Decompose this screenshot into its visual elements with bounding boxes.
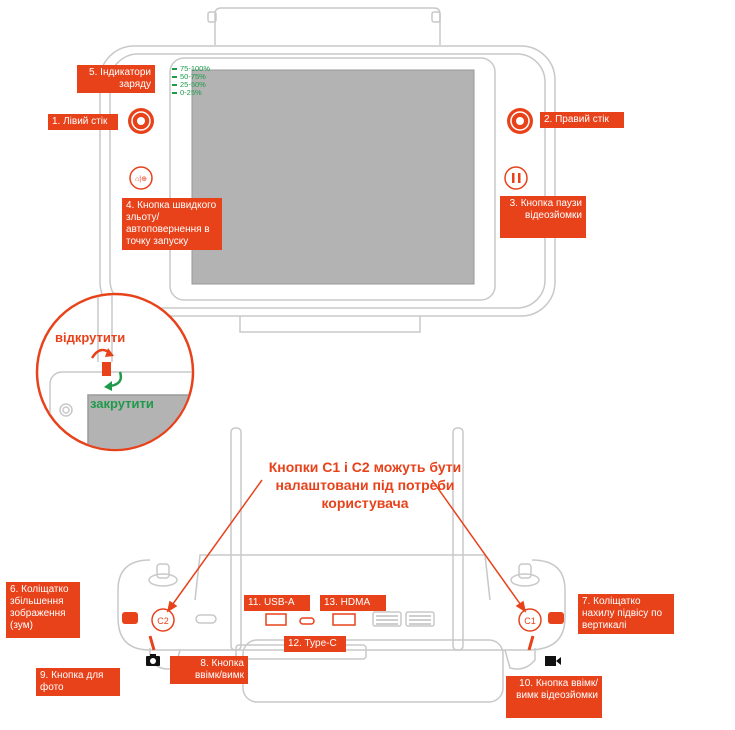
antenna-closeup <box>35 292 195 452</box>
type-c-port <box>299 617 315 625</box>
label-hdmi: 13. HDMA <box>320 595 386 611</box>
left-stick-icon <box>128 108 154 134</box>
battery-levels: 75-100% 50-75% 25-50% 0-25% <box>172 65 210 97</box>
battery-level: 75-100% <box>172 65 210 73</box>
label-record: 10. Кнопка ввімк/ вимк відеозйомки <box>506 676 602 718</box>
battery-level: 50-75% <box>172 73 210 81</box>
screen <box>191 69 475 285</box>
pointer-arrows <box>166 479 527 613</box>
label-usb-a: 11. USB-A <box>244 595 310 611</box>
usb-a-port <box>265 613 287 626</box>
battery-level: 0-25% <box>172 89 210 97</box>
c1-c2-note: Кнопки C1 і C2 можуть бути налаштовани п… <box>268 459 462 511</box>
label-pause: 3. Кнопка паузи відеозйомки <box>500 196 586 238</box>
right-stick-icon <box>507 108 533 134</box>
label-power: 8. Кнопка ввімк/вимк <box>170 656 248 684</box>
battery-level: 25-50% <box>172 81 210 89</box>
hdmi-port <box>332 613 356 626</box>
c2-button-icon: C2 <box>151 608 175 632</box>
label-type-c: 12. Type-C <box>284 636 346 652</box>
label-tilt-wheel: 7. Коліщатко нахилу підвісу по вертикалі <box>578 594 674 634</box>
pause-button-icon <box>504 166 528 190</box>
screw-label: закрутити <box>90 396 154 411</box>
vent-dots <box>376 615 431 625</box>
label-left-stick: 1. Лівий стік <box>48 114 118 130</box>
tilt-wheel <box>548 612 564 624</box>
camera-icon <box>146 654 160 666</box>
svg-text:C2: C2 <box>157 616 169 626</box>
label-battery: 5. Індикатори заряду <box>77 65 155 93</box>
unscrew-label: відкрутити <box>55 330 126 345</box>
video-camera-icon <box>545 656 561 666</box>
zoom-wheel <box>122 612 138 624</box>
label-right-stick: 2. Правий стік <box>540 112 624 128</box>
rth-button-icon: ⌂|⊕ <box>129 166 153 190</box>
controller-front <box>99 7 556 333</box>
c1-button-icon: C1 <box>518 608 542 632</box>
svg-text:⌂|⊕: ⌂|⊕ <box>135 176 147 183</box>
label-zoom-wheel: 6. Коліщатко збільшення зображення (зум) <box>6 582 80 638</box>
label-photo: 9. Кнопка для фото <box>36 668 120 696</box>
label-rth: 4. Кнопка швидкого зльоту/ автоповерненн… <box>122 198 222 250</box>
svg-text:C1: C1 <box>524 616 536 626</box>
